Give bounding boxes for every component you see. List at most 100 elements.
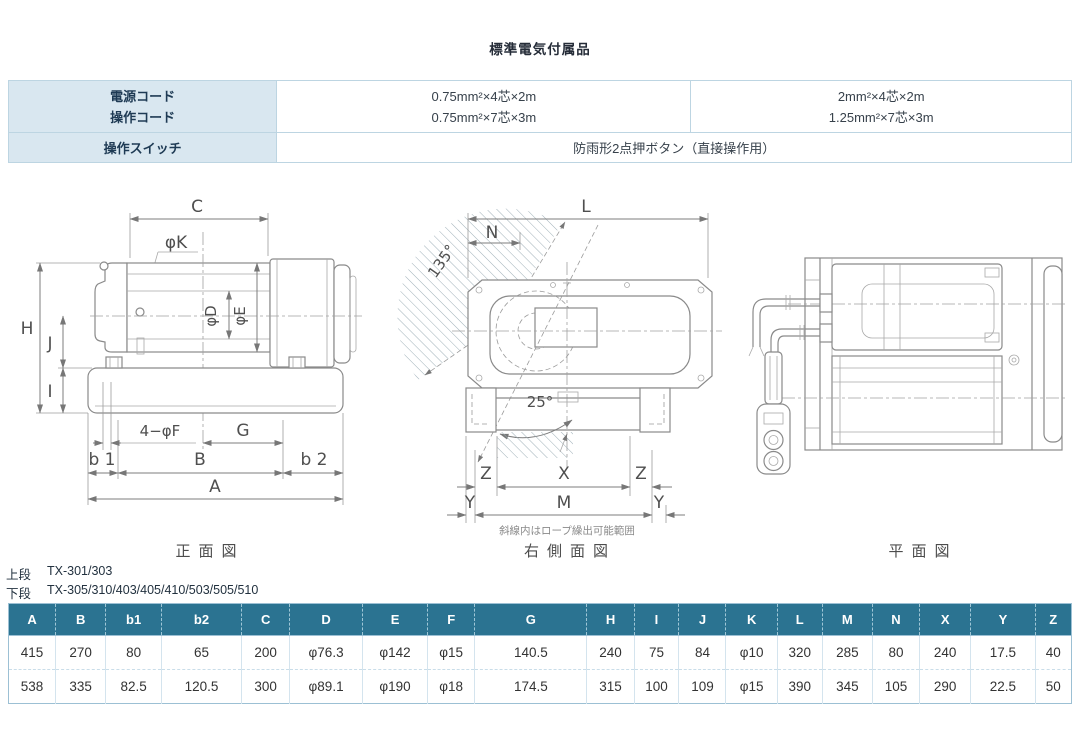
dim-cell: 290 [919, 669, 972, 704]
dim-label-phid: φD [202, 305, 220, 326]
dim-label-l: L [581, 197, 591, 217]
dim-cell: φ15 [427, 635, 476, 670]
pendant-down-button [763, 450, 784, 472]
accessories-table: 電源コード 操作コード 0.75mm²×4芯×2m 0.75mm²×7芯×3m … [7, 80, 1072, 163]
front-view-caption: 正面図 [175, 543, 245, 560]
switch-value: 防雨形2点押ボタン（直接操作用） [276, 132, 1072, 163]
dim-label-a: A [209, 477, 221, 497]
dim-cell: 82.5 [105, 669, 162, 704]
dim-cell: 105 [872, 669, 921, 704]
dim-cell: 315 [586, 669, 635, 704]
side-view-caption: 右側面図 [523, 543, 616, 560]
small-control-cord-value: 0.75mm²×7芯×3m [431, 109, 537, 125]
control-cord-label: 操作コード [110, 109, 176, 125]
dim-cell: 109 [678, 669, 727, 704]
dimensions-header-row: A B b1 b2 C D E F G H I J K L M N X Y Z [8, 603, 1072, 636]
dim-label-j: J [46, 334, 52, 354]
dim-cell: 100 [634, 669, 680, 704]
lower-row-models: TX-305/310/403/405/410/503/505/510 [47, 583, 259, 597]
col-header: H [586, 603, 635, 636]
dim-cell: φ76.3 [289, 635, 363, 670]
dim-label-phik: φK [165, 233, 188, 253]
dim-label-h: H [21, 319, 34, 339]
rope-range-note: 斜線内はロープ繰出可能範囲 [499, 524, 635, 537]
power-cord-label: 電源コード [110, 88, 176, 104]
col-header: E [362, 603, 429, 636]
dim-cell: φ10 [725, 635, 778, 670]
accessories-label-cell: 電源コード 操作コード [7, 80, 278, 133]
col-header: I [634, 603, 680, 636]
dimensions-table: A B b1 b2 C D E F G H I J K L M N X Y Z … [8, 603, 1072, 704]
dim-cell: 200 [241, 635, 291, 670]
upper-row-label: 上段 [6, 568, 32, 582]
small-model-cords-cell: 0.75mm²×4芯×2m 0.75mm²×7芯×3m [276, 80, 692, 133]
col-header: B [55, 603, 107, 636]
col-header: A [8, 603, 57, 636]
dim-cell: 22.5 [970, 669, 1036, 704]
dim-label-x: X [558, 464, 570, 484]
dim-label-y-right: Y [653, 493, 665, 513]
pendant-nameplate [763, 412, 784, 425]
dim-cell: φ15 [725, 669, 778, 704]
pendant-switch [756, 403, 791, 475]
col-header: L [777, 603, 823, 636]
dim-cell: 140.5 [474, 635, 588, 670]
front-view-drawing: C φK φD φE H J I [21, 197, 362, 505]
large-control-cord-value: 1.25mm²×7芯×3m [828, 109, 934, 125]
dim-label-4phif: 4−φF [140, 422, 181, 440]
col-header: N [872, 603, 921, 636]
dim-cell: 65 [161, 635, 243, 670]
dim-cell: 415 [8, 635, 57, 670]
dim-cell: 84 [678, 635, 727, 670]
pendant-cable-grip [764, 351, 783, 405]
dim-cell: 240 [919, 635, 972, 670]
col-header: b1 [105, 603, 162, 636]
plan-view-caption: 平面図 [888, 543, 958, 560]
dim-cell: 270 [55, 635, 107, 670]
dim-cell: 17.5 [970, 635, 1036, 670]
dim-cell: 335 [55, 669, 107, 704]
pendant-up-button [763, 429, 784, 451]
dim-cell: 345 [822, 669, 873, 704]
col-header: F [427, 603, 476, 636]
dim-cell: φ142 [362, 635, 429, 670]
dim-cell: 75 [634, 635, 680, 670]
side-view-drawing: 135° L N 25° [397, 197, 722, 537]
technical-drawings: C φK φD φE H J I [0, 195, 1080, 540]
dim-label-25deg: 25° [527, 393, 554, 411]
switch-label: 操作スイッチ [7, 132, 278, 163]
dim-cell: φ190 [362, 669, 429, 704]
col-header: C [241, 603, 291, 636]
dim-cell: 300 [241, 669, 291, 704]
col-header: X [919, 603, 972, 636]
dim-label-b2: b 2 [300, 450, 327, 470]
dim-cell: 80 [105, 635, 162, 670]
dim-label-b1: b 1 [88, 450, 115, 470]
dim-label-y-left: Y [464, 493, 476, 513]
large-power-cord-value: 2mm²×4芯×2m [837, 88, 925, 104]
dim-cell: 80 [872, 635, 921, 670]
plan-view-drawing [748, 257, 1068, 475]
dim-label-z-left: Z [480, 464, 492, 484]
col-header: J [678, 603, 727, 636]
dim-cell: 50 [1035, 669, 1072, 704]
dim-cell: 174.5 [474, 669, 588, 704]
dim-cell: φ18 [427, 669, 476, 704]
col-header: M [822, 603, 873, 636]
lower-row-label: 下段 [6, 587, 32, 601]
dim-cell: 390 [777, 669, 823, 704]
dim-cell: 285 [822, 635, 873, 670]
dim-label-g: G [236, 421, 249, 441]
page-title: 標準電気付属品 [489, 42, 591, 57]
dim-cell: 320 [777, 635, 823, 670]
dimensions-row-lower: 538 335 82.5 120.5 300 φ89.1 φ190 φ18 17… [8, 669, 1072, 704]
dim-cell: 40 [1035, 635, 1072, 670]
model-note-upper: 上段 TX-301/303 [6, 564, 112, 583]
dim-cell: 240 [586, 635, 635, 670]
dim-label-m: M [557, 493, 572, 513]
col-header: K [725, 603, 778, 636]
col-header: b2 [161, 603, 243, 636]
small-power-cord-value: 0.75mm²×4芯×2m [431, 88, 537, 104]
dimensions-row-upper: 415 270 80 65 200 φ76.3 φ142 φ15 140.5 2… [8, 635, 1072, 670]
dim-label-c: C [191, 197, 203, 217]
